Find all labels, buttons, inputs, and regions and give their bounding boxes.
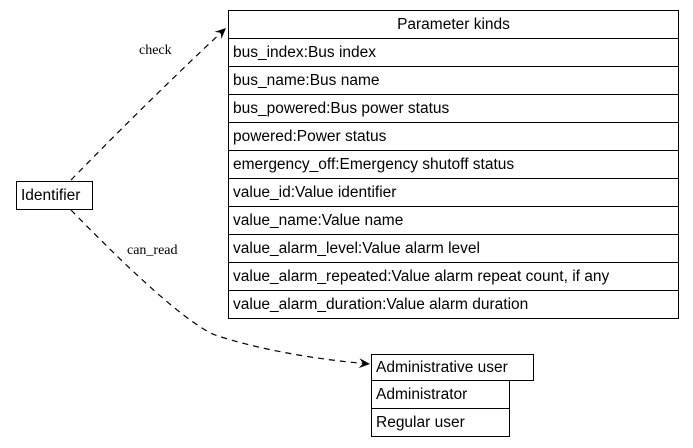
users-row: Regular user <box>371 408 510 437</box>
identifier-node: Identifier <box>16 181 93 210</box>
parameter-row: value_id:Value identifier <box>228 178 679 207</box>
can-read-edge <box>70 209 371 369</box>
users-title: Administrative user <box>371 354 534 381</box>
parameter-row: emergency_off:Emergency shutoff status <box>228 150 679 179</box>
users-row: Administrator <box>371 380 510 409</box>
parameter-kinds-title: Parameter kinds <box>228 10 679 39</box>
check-edge <box>70 27 227 181</box>
parameter-row: bus_name:Bus name <box>228 66 679 95</box>
users-table: Administrative user Administrator Regula… <box>371 354 534 439</box>
parameter-kinds-table: Parameter kinds bus_index:Bus index bus_… <box>228 10 679 319</box>
parameter-row: value_name:Value name <box>228 206 679 235</box>
parameter-row: powered:Power status <box>228 122 679 151</box>
parameter-row: bus_powered:Bus power status <box>228 94 679 123</box>
can-read-edge-label: can_read <box>127 243 178 258</box>
parameter-row: value_alarm_level:Value alarm level <box>228 234 679 263</box>
parameter-row: value_alarm_repeated:Value alarm repeat … <box>228 262 679 291</box>
check-edge-label: check <box>139 43 172 58</box>
parameter-row: value_alarm_duration:Value alarm duratio… <box>228 290 679 319</box>
parameter-row: bus_index:Bus index <box>228 38 679 67</box>
